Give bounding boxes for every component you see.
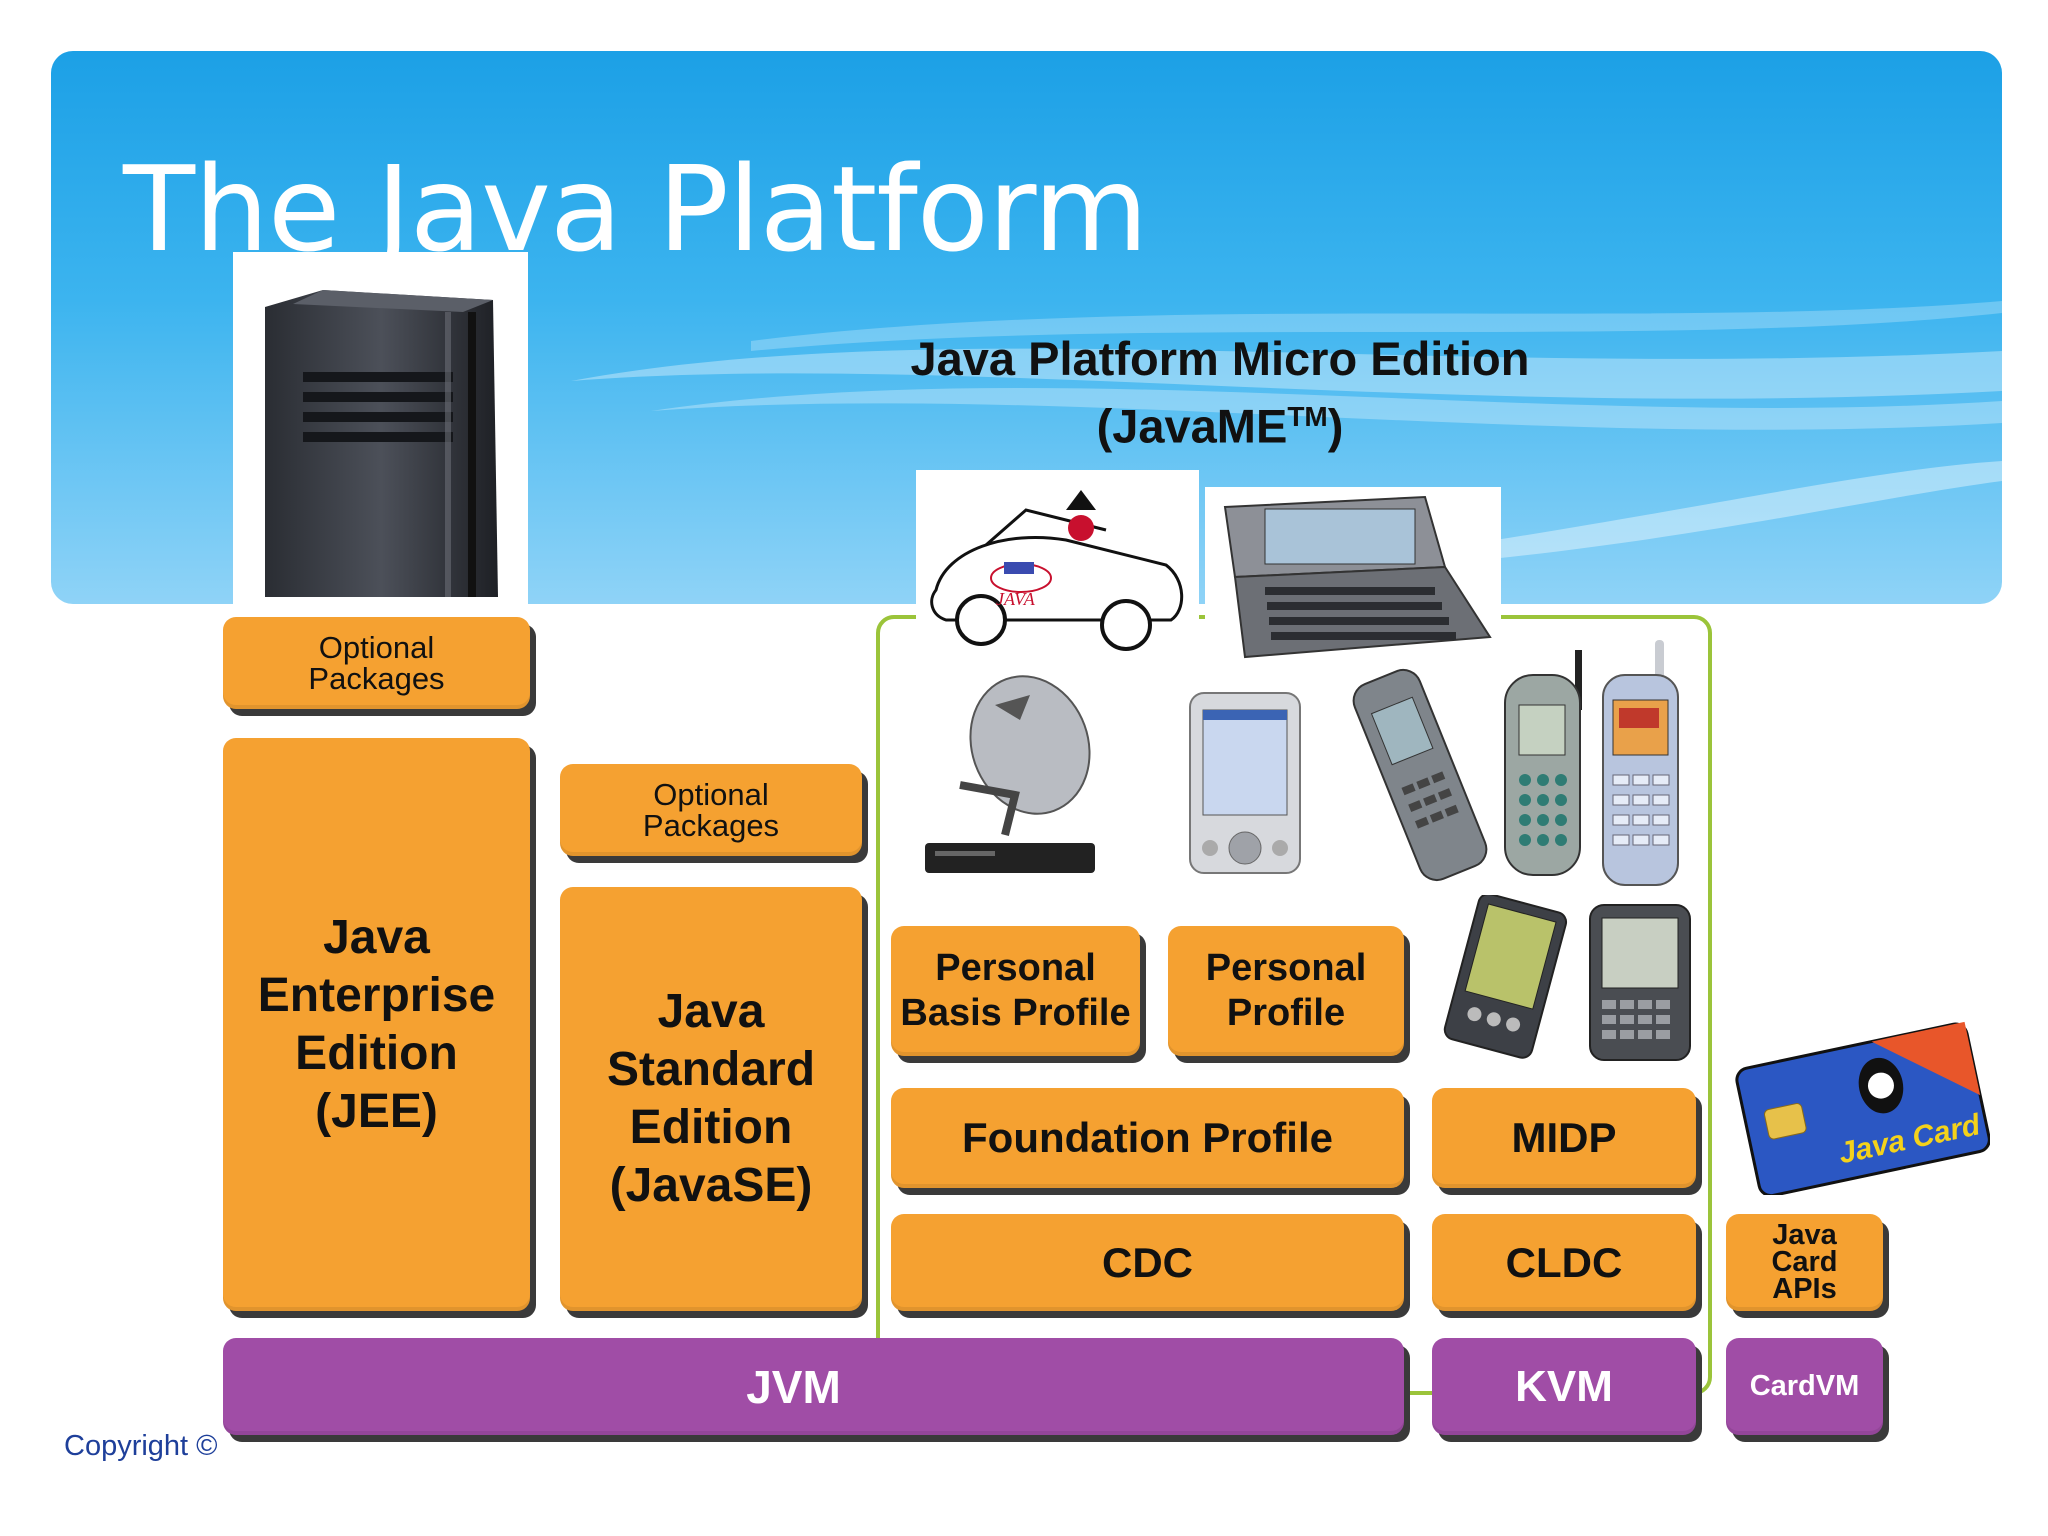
cardvm-label: CardVM — [1749, 1370, 1860, 1402]
jee-optional-packages-label: Optional Packages — [308, 630, 445, 696]
nokia-phone-image — [1350, 660, 1490, 890]
personal-basis-profile-box: Personal Basis Profile — [891, 926, 1140, 1056]
jse-optional-packages-label: Optional Packages — [642, 777, 780, 843]
kvm-label: KVM — [1515, 1361, 1613, 1411]
cldc-box: CLDC — [1432, 1214, 1696, 1311]
kvm-box: KVM — [1432, 1338, 1696, 1435]
jvm-label: JVM — [746, 1360, 841, 1413]
communicator-image — [1205, 487, 1501, 667]
javame-title-line1: Java Platform Micro Edition — [910, 332, 1530, 385]
personal-profile-line1: Personal — [1205, 947, 1367, 989]
javacard-apis-line1: Java — [1772, 1219, 1837, 1251]
jse-label-line1: Java — [657, 985, 765, 1038]
car-java-text: JAVA — [996, 589, 1036, 609]
copyright-text: Copyright © — [64, 1430, 218, 1462]
banner-wave-decoration — [571, 301, 2002, 571]
jee-label-line4: (JEE) — [315, 1084, 438, 1138]
javacard-apis-line3: APIs — [1772, 1273, 1837, 1305]
cardvm-box: CardVM — [1726, 1338, 1883, 1435]
javame-title: Java Platform Micro Edition (JavaMETM) — [820, 330, 1620, 456]
cdc-label: CDC — [1102, 1238, 1193, 1286]
jee-label-line3: Edition — [295, 1026, 458, 1080]
midp-box: MIDP — [1432, 1088, 1696, 1188]
javame-title-main: (JavaME — [1096, 399, 1288, 453]
javame-title-line2: (JavaMETM) — [820, 388, 1620, 456]
jse-label-line2: Standard — [606, 1043, 816, 1096]
cdc-box: CDC — [891, 1214, 1404, 1311]
trademark-superscript: TM — [1287, 401, 1328, 432]
javacard-apis-box: Java Card APIs — [1726, 1214, 1883, 1311]
cldc-label: CLDC — [1505, 1238, 1623, 1286]
jee-optional-packages-box: Optional Packages — [223, 617, 530, 709]
slide-title: The Java Platform — [123, 140, 1148, 278]
jse-optional-packages-box: Optional Packages — [560, 764, 862, 856]
midp-label: MIDP — [1511, 1114, 1617, 1161]
car-image: JAVA — [916, 470, 1199, 660]
javame-title-close: ) — [1327, 399, 1344, 453]
pda-image — [1435, 893, 1570, 1060]
jse-box: Java Standard Edition (JavaSE) — [560, 887, 862, 1311]
server-image — [233, 252, 528, 604]
foundation-profile-box: Foundation Profile — [891, 1088, 1404, 1188]
motorola-phone-image — [1495, 650, 1590, 885]
foundation-profile-label: Foundation Profile — [962, 1114, 1333, 1161]
personal-profile-box: Personal Profile — [1168, 926, 1404, 1056]
color-phone-image — [1595, 640, 1685, 890]
jvm-box: JVM — [223, 1338, 1404, 1435]
personal-basis-profile-line1: Personal — [935, 947, 1096, 989]
personal-profile-line2: Profile — [1226, 992, 1346, 1034]
pocket-pc-image — [1185, 688, 1305, 878]
jse-label-line4: (JavaSE) — [609, 1159, 813, 1212]
java-card-image: Java Card — [1735, 1020, 1991, 1198]
jee-box: Java Enterprise Edition (JEE) — [223, 738, 530, 1311]
jse-label-line3: Edition — [629, 1101, 793, 1154]
personal-basis-profile-line2: Basis Profile — [900, 992, 1131, 1034]
jee-label-line2: Enterprise — [257, 968, 496, 1022]
satellite-dish-image — [920, 665, 1100, 895]
javacard-apis-line2: Card — [1771, 1246, 1838, 1278]
jee-label-line1: Java — [323, 910, 430, 964]
pager-image — [1580, 900, 1700, 1065]
